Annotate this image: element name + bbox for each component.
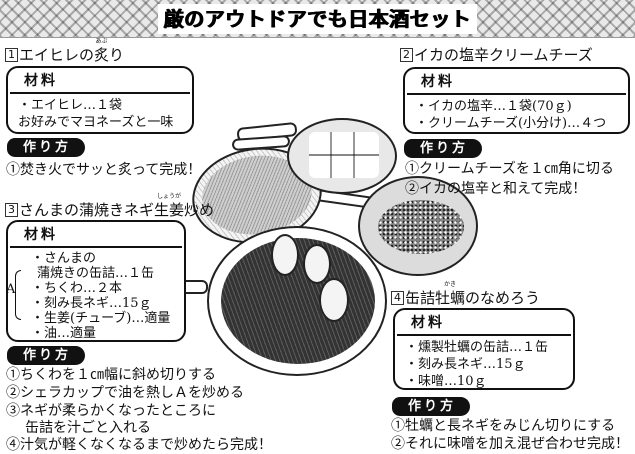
ingredient-item: ・油…適量 xyxy=(31,326,97,341)
recipe-3-ingredients: 材料 ・さんまの 蒲焼きの缶詰…１缶 ・ちくわ…２本 ・刻み長ネギ…15ｇ ・生… xyxy=(6,220,186,342)
title-text: さんまの蒲焼きネギ xyxy=(19,201,155,219)
title-banner: 厳のアウトドアでも日本酒セット xyxy=(0,0,635,38)
title-text: エイヒレの xyxy=(19,46,95,64)
title-text: 缶詰 xyxy=(405,289,436,307)
recipe-2-method-badge: 作り方 xyxy=(404,139,483,158)
chikuwa-slice xyxy=(319,278,349,322)
ruby-base: 炙 xyxy=(94,46,110,64)
recipe-4-step: ②それに味噌を加え混ぜ合わせ完成！ xyxy=(391,436,629,452)
ingredient-item: ・燻製牡蠣の缶詰…１缶 xyxy=(405,340,549,355)
recipe-4-title: 4 缶詰 牡蠣 かき のなめろう xyxy=(391,281,541,307)
recipe-number: 2 xyxy=(400,48,413,62)
ruby: 生姜 しょうが xyxy=(154,193,185,219)
title-text: のなめろう xyxy=(465,289,541,307)
cup-stingray-fin xyxy=(186,139,328,252)
recipe-1-ingredients: 材料 ・エイヒレ…１袋 お好みでマヨネーズと一味 xyxy=(6,66,194,134)
ruby-base: 生姜 xyxy=(154,201,185,219)
recipe-2-step: ①クリームチーズを１㎝角に切る xyxy=(405,161,614,177)
ingredient-item: ・イカの塩辛…１袋(70ｇ) xyxy=(415,99,572,114)
recipe-3-step: ②シェラカップで油を熱しＡを炒める xyxy=(6,385,244,401)
recipe-3-step: ①ちくわを１㎝幅に斜め切りする xyxy=(6,367,216,383)
cup-handle xyxy=(304,187,386,211)
group-a-label: A xyxy=(6,282,16,297)
ruby: 牡蠣 かき xyxy=(435,281,466,307)
cup-squid-cheese xyxy=(287,118,397,194)
ruby-base: 牡蠣 xyxy=(435,289,466,307)
cup-handle xyxy=(231,134,291,152)
ingredients-heading: 材料 xyxy=(10,226,182,248)
chikuwa-slice xyxy=(303,244,331,284)
title-text: イカの塩辛クリームチーズ xyxy=(414,46,593,64)
ingredients-heading: 材料 xyxy=(397,314,571,336)
group-a-brace xyxy=(15,270,21,320)
furigana: しょうが xyxy=(157,193,182,200)
recipe-4-ingredients: 材料 ・燻製牡蠣の缶詰…１缶 ・刻み長ネギ…15ｇ ・味噌…10ｇ xyxy=(393,308,575,390)
recipe-3-step: 缶詰を汁ごと入れる xyxy=(25,420,151,436)
recipe-3-step: ③ネギが柔らかくなったところに xyxy=(6,403,216,419)
saury-food xyxy=(221,238,375,364)
recipe-3-title: 3 さんまの蒲焼きネギ 生姜 しょうが 炒め xyxy=(5,193,215,219)
recipe-2-ingredients: 材料 ・イカの塩辛…１袋(70ｇ) ・クリームチーズ(小分け)…４つ xyxy=(403,67,630,134)
recipe-1-title: 1 エイヒレの 炙 あぶ り xyxy=(5,38,125,64)
stingray-fin-food xyxy=(197,148,317,242)
recipe-2-step: ②イカの塩辛と和えて完成！ xyxy=(405,181,587,197)
cup-handle xyxy=(299,238,351,252)
title-text: り xyxy=(109,46,125,64)
ingredients-heading: 材料 xyxy=(10,72,190,94)
ingredients-heading: 材料 xyxy=(407,73,626,95)
chikuwa-slice xyxy=(271,234,299,276)
recipe-2-title: 2 イカの塩辛クリームチーズ xyxy=(400,46,593,64)
recipe-4-step: ①牡蠣と長ネギをみじん切りにする xyxy=(391,418,616,434)
ingredient-item: ・味噌…10ｇ xyxy=(405,374,487,389)
ingredient-item: ・ちくわ…２本 xyxy=(31,281,123,296)
title-text: 炒め xyxy=(184,201,215,219)
cup-handle xyxy=(236,121,298,143)
recipe-1-method-badge: 作り方 xyxy=(7,138,86,157)
cheese-cubes-food xyxy=(309,132,379,178)
furigana: かき xyxy=(444,281,457,288)
ingredient-item: ・生姜(チューブ)…適量 xyxy=(31,311,171,326)
furigana: あぶ xyxy=(95,38,108,45)
recipe-3-method-badge: 作り方 xyxy=(7,346,86,365)
page-title: 厳のアウトドアでも日本酒セット xyxy=(157,3,478,34)
recipe-1-step: ①焚き火でサッと炙って完成！ xyxy=(6,162,202,178)
recipe-number: 1 xyxy=(5,48,18,62)
recipe-number: 3 xyxy=(5,203,18,217)
recipe-number: 4 xyxy=(391,291,404,305)
ingredient-item: お好みでマヨネーズと一味 xyxy=(18,115,174,130)
namerou-food xyxy=(378,200,464,254)
ingredient-item: ・クリームチーズ(小分け)…４つ xyxy=(415,116,607,131)
ingredient-item: ・エイヒレ…１袋 xyxy=(18,98,123,113)
recipe-3-step: ④汁気が軽くなくなるまで炒めたら完成！ xyxy=(6,437,272,453)
ingredient-item: ・刻み長ネギ…15ｇ xyxy=(405,357,526,372)
ingredient-item: ・刻み長ネギ…15ｇ xyxy=(31,296,152,311)
ruby: 炙 あぶ xyxy=(94,38,110,64)
recipe-4-method-badge: 作り方 xyxy=(392,397,471,416)
ingredient-item: ・さんまの xyxy=(31,251,97,266)
cup-saury-chikuwa xyxy=(207,226,387,376)
ingredient-item: 蒲焼きの缶詰…１缶 xyxy=(37,266,155,281)
